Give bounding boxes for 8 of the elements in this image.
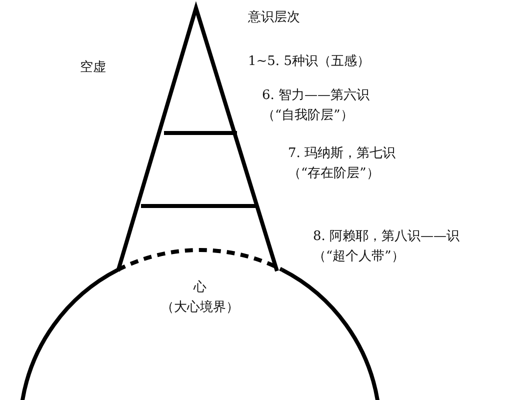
circle-text: （大心境界） <box>160 299 240 317</box>
diagram-title: 意识层次 <box>248 9 300 27</box>
level-label: 6. 智力——第六识（“自我阶层”） <box>262 87 371 125</box>
level-label: 8. 阿赖耶，第八识——识（“超个人带”） <box>313 228 461 266</box>
level-label: 空虚 <box>80 59 106 77</box>
level-label: 7. 玛纳斯，第七识（“存在阶层”） <box>288 145 397 183</box>
circle-text: 心 <box>192 279 208 297</box>
level-label: 1~5. 5种识（五感） <box>248 53 370 71</box>
